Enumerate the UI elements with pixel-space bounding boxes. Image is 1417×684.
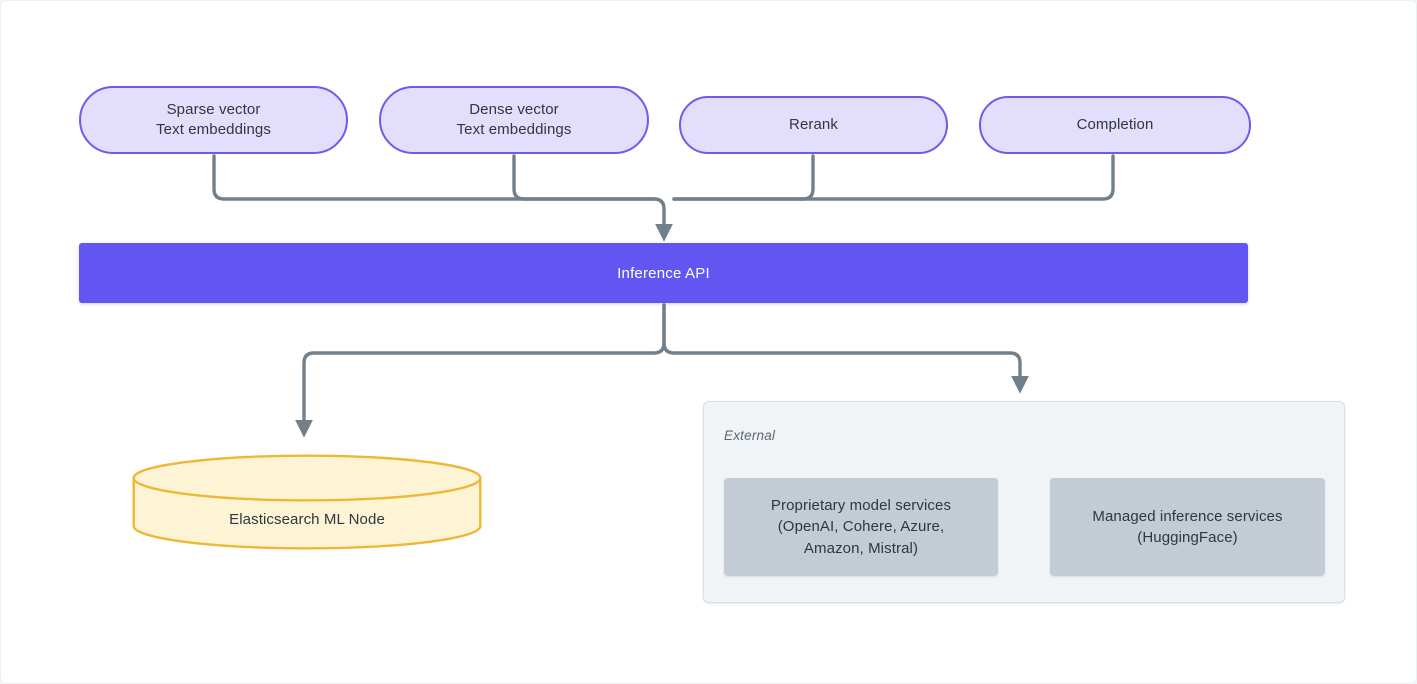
edge-api-to-ml-node <box>295 303 666 438</box>
cylinder-shape <box>132 454 482 550</box>
edge-api-to-external <box>662 303 1029 394</box>
node-proprietary-model-services-label: Proprietary model services (OpenAI, Cohe… <box>770 497 952 557</box>
node-inference-api[interactable]: Inference API <box>79 243 1248 303</box>
node-managed-inference-services-label: Managed inference services (HuggingFace) <box>1092 507 1283 546</box>
edge-dense-to-api <box>512 154 656 201</box>
node-ml-node-label: Elasticsearch ML Node <box>229 511 385 528</box>
edge-rerank-to-api <box>672 154 815 201</box>
node-completion-label: Completion <box>1076 115 1154 133</box>
edge-sparse-to-api <box>212 154 673 242</box>
edge-completion-to-api <box>672 154 1115 201</box>
node-rerank[interactable]: Rerank <box>679 96 948 154</box>
node-inference-api-label: Inference API <box>617 264 710 282</box>
node-completion[interactable]: Completion <box>979 96 1251 154</box>
node-managed-inference-services[interactable]: Managed inference services (HuggingFace) <box>1050 478 1325 576</box>
node-ml-node[interactable]: Elasticsearch ML Node <box>132 454 482 550</box>
node-dense-vector[interactable]: Dense vector Text embeddings <box>379 86 649 154</box>
group-external-label: External <box>724 428 776 443</box>
node-dense-vector-label: Dense vector Text embeddings <box>456 100 572 138</box>
node-proprietary-model-services[interactable]: Proprietary model services (OpenAI, Cohe… <box>724 478 998 576</box>
node-sparse-vector-label: Sparse vector Text embeddings <box>156 100 271 138</box>
node-rerank-label: Rerank <box>789 115 838 133</box>
node-sparse-vector[interactable]: Sparse vector Text embeddings <box>79 86 348 154</box>
